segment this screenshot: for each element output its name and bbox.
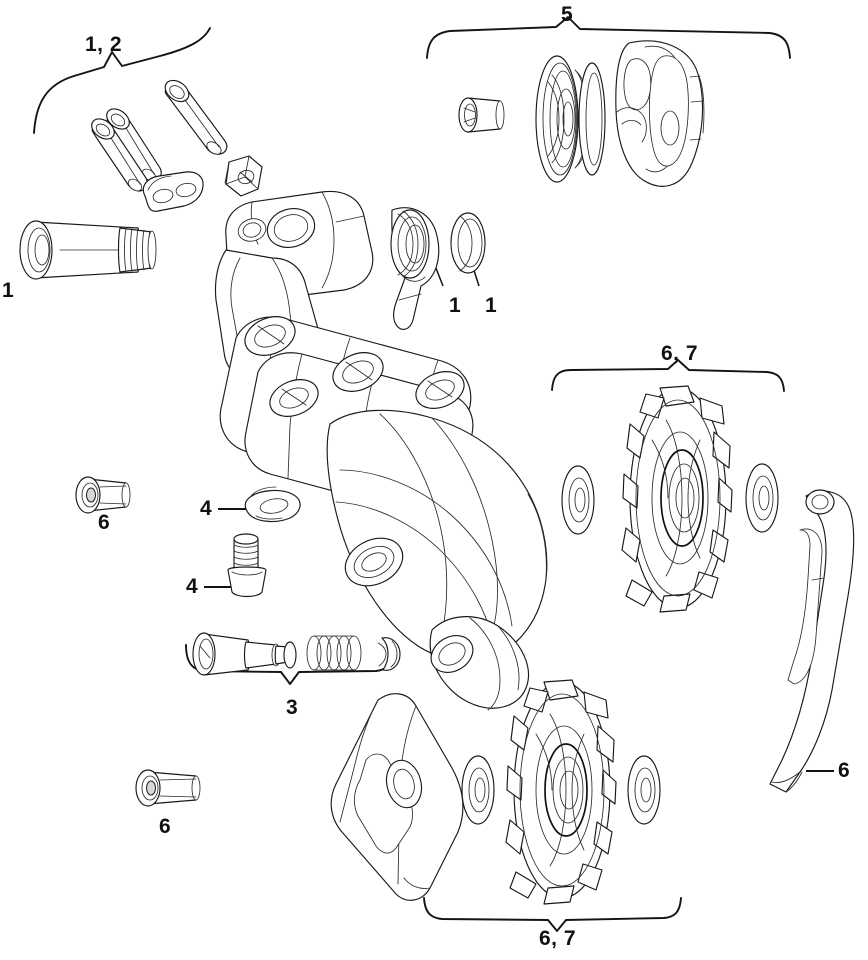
callout-bracket-1-2 bbox=[33, 27, 211, 134]
callout-bracket-5 bbox=[426, 16, 791, 59]
callout-label-6-bolt-upper: 6 bbox=[98, 511, 111, 534]
part-limit-screw-washer bbox=[244, 486, 301, 523]
upper-pulley-teeth bbox=[621, 385, 733, 613]
part-upper-pulley bbox=[621, 385, 733, 613]
part-derailleur-body bbox=[214, 190, 548, 711]
part-lower-washer-left bbox=[461, 755, 495, 825]
part-cage-bolt bbox=[458, 97, 505, 133]
callout-label-6-cage: 6 bbox=[838, 759, 851, 782]
part-clutch-pulley bbox=[535, 55, 606, 183]
part-hex-nut bbox=[224, 155, 263, 197]
part-cage-knuckle bbox=[615, 40, 705, 187]
bolt-thread-detail bbox=[117, 227, 157, 273]
part-coil-spring bbox=[306, 635, 362, 671]
part-lower-washer-right bbox=[627, 755, 661, 825]
callout-bracket-6-7-upper bbox=[551, 359, 785, 392]
callout-bracket-6-7-lower bbox=[423, 897, 682, 932]
part-outer-cage-plate bbox=[769, 489, 855, 793]
part-b-knuckle-spring bbox=[390, 207, 440, 330]
callout-label-1-spring: 1 bbox=[449, 294, 462, 317]
part-pulley-bolt-upper bbox=[75, 476, 131, 514]
part-link-plate bbox=[142, 171, 204, 212]
callout-label-6-7-lower: 6, 7 bbox=[539, 927, 577, 950]
callout-label-6-7-upper: 6, 7 bbox=[661, 342, 699, 365]
callout-label-1-2: 1, 2 bbox=[85, 33, 123, 56]
part-upper-washer-right bbox=[745, 463, 779, 533]
part-inner-cage-plate bbox=[330, 693, 464, 901]
part-pivot-pin-long bbox=[164, 79, 228, 155]
part-pivot-pin-short-b bbox=[91, 118, 148, 192]
callout-label-1-ring: 1 bbox=[485, 294, 498, 317]
part-upper-washer-left bbox=[561, 465, 595, 535]
callout-label-5: 5 bbox=[561, 3, 574, 26]
part-lower-pulley bbox=[505, 679, 617, 905]
part-pin-assembly bbox=[192, 632, 297, 676]
callout-label-1-b-bolt: 1 bbox=[2, 279, 15, 302]
callout-label-4-washer: 4 bbox=[200, 497, 213, 520]
lower-pulley-teeth bbox=[505, 679, 617, 905]
part-b-knuckle-ring bbox=[450, 212, 486, 274]
part-limit-screw bbox=[227, 533, 267, 598]
part-barrel-adjuster-bolt bbox=[19, 220, 157, 280]
body-pivot-bosses bbox=[244, 316, 465, 417]
callout-label-4-screw: 4 bbox=[186, 575, 199, 598]
part-retaining-clip bbox=[377, 637, 401, 671]
callout-label-3: 3 bbox=[286, 696, 299, 719]
part-pulley-bolt-lower bbox=[135, 769, 201, 807]
callout-label-6-bolt-lower: 6 bbox=[159, 815, 172, 838]
screw-threads bbox=[233, 544, 259, 566]
